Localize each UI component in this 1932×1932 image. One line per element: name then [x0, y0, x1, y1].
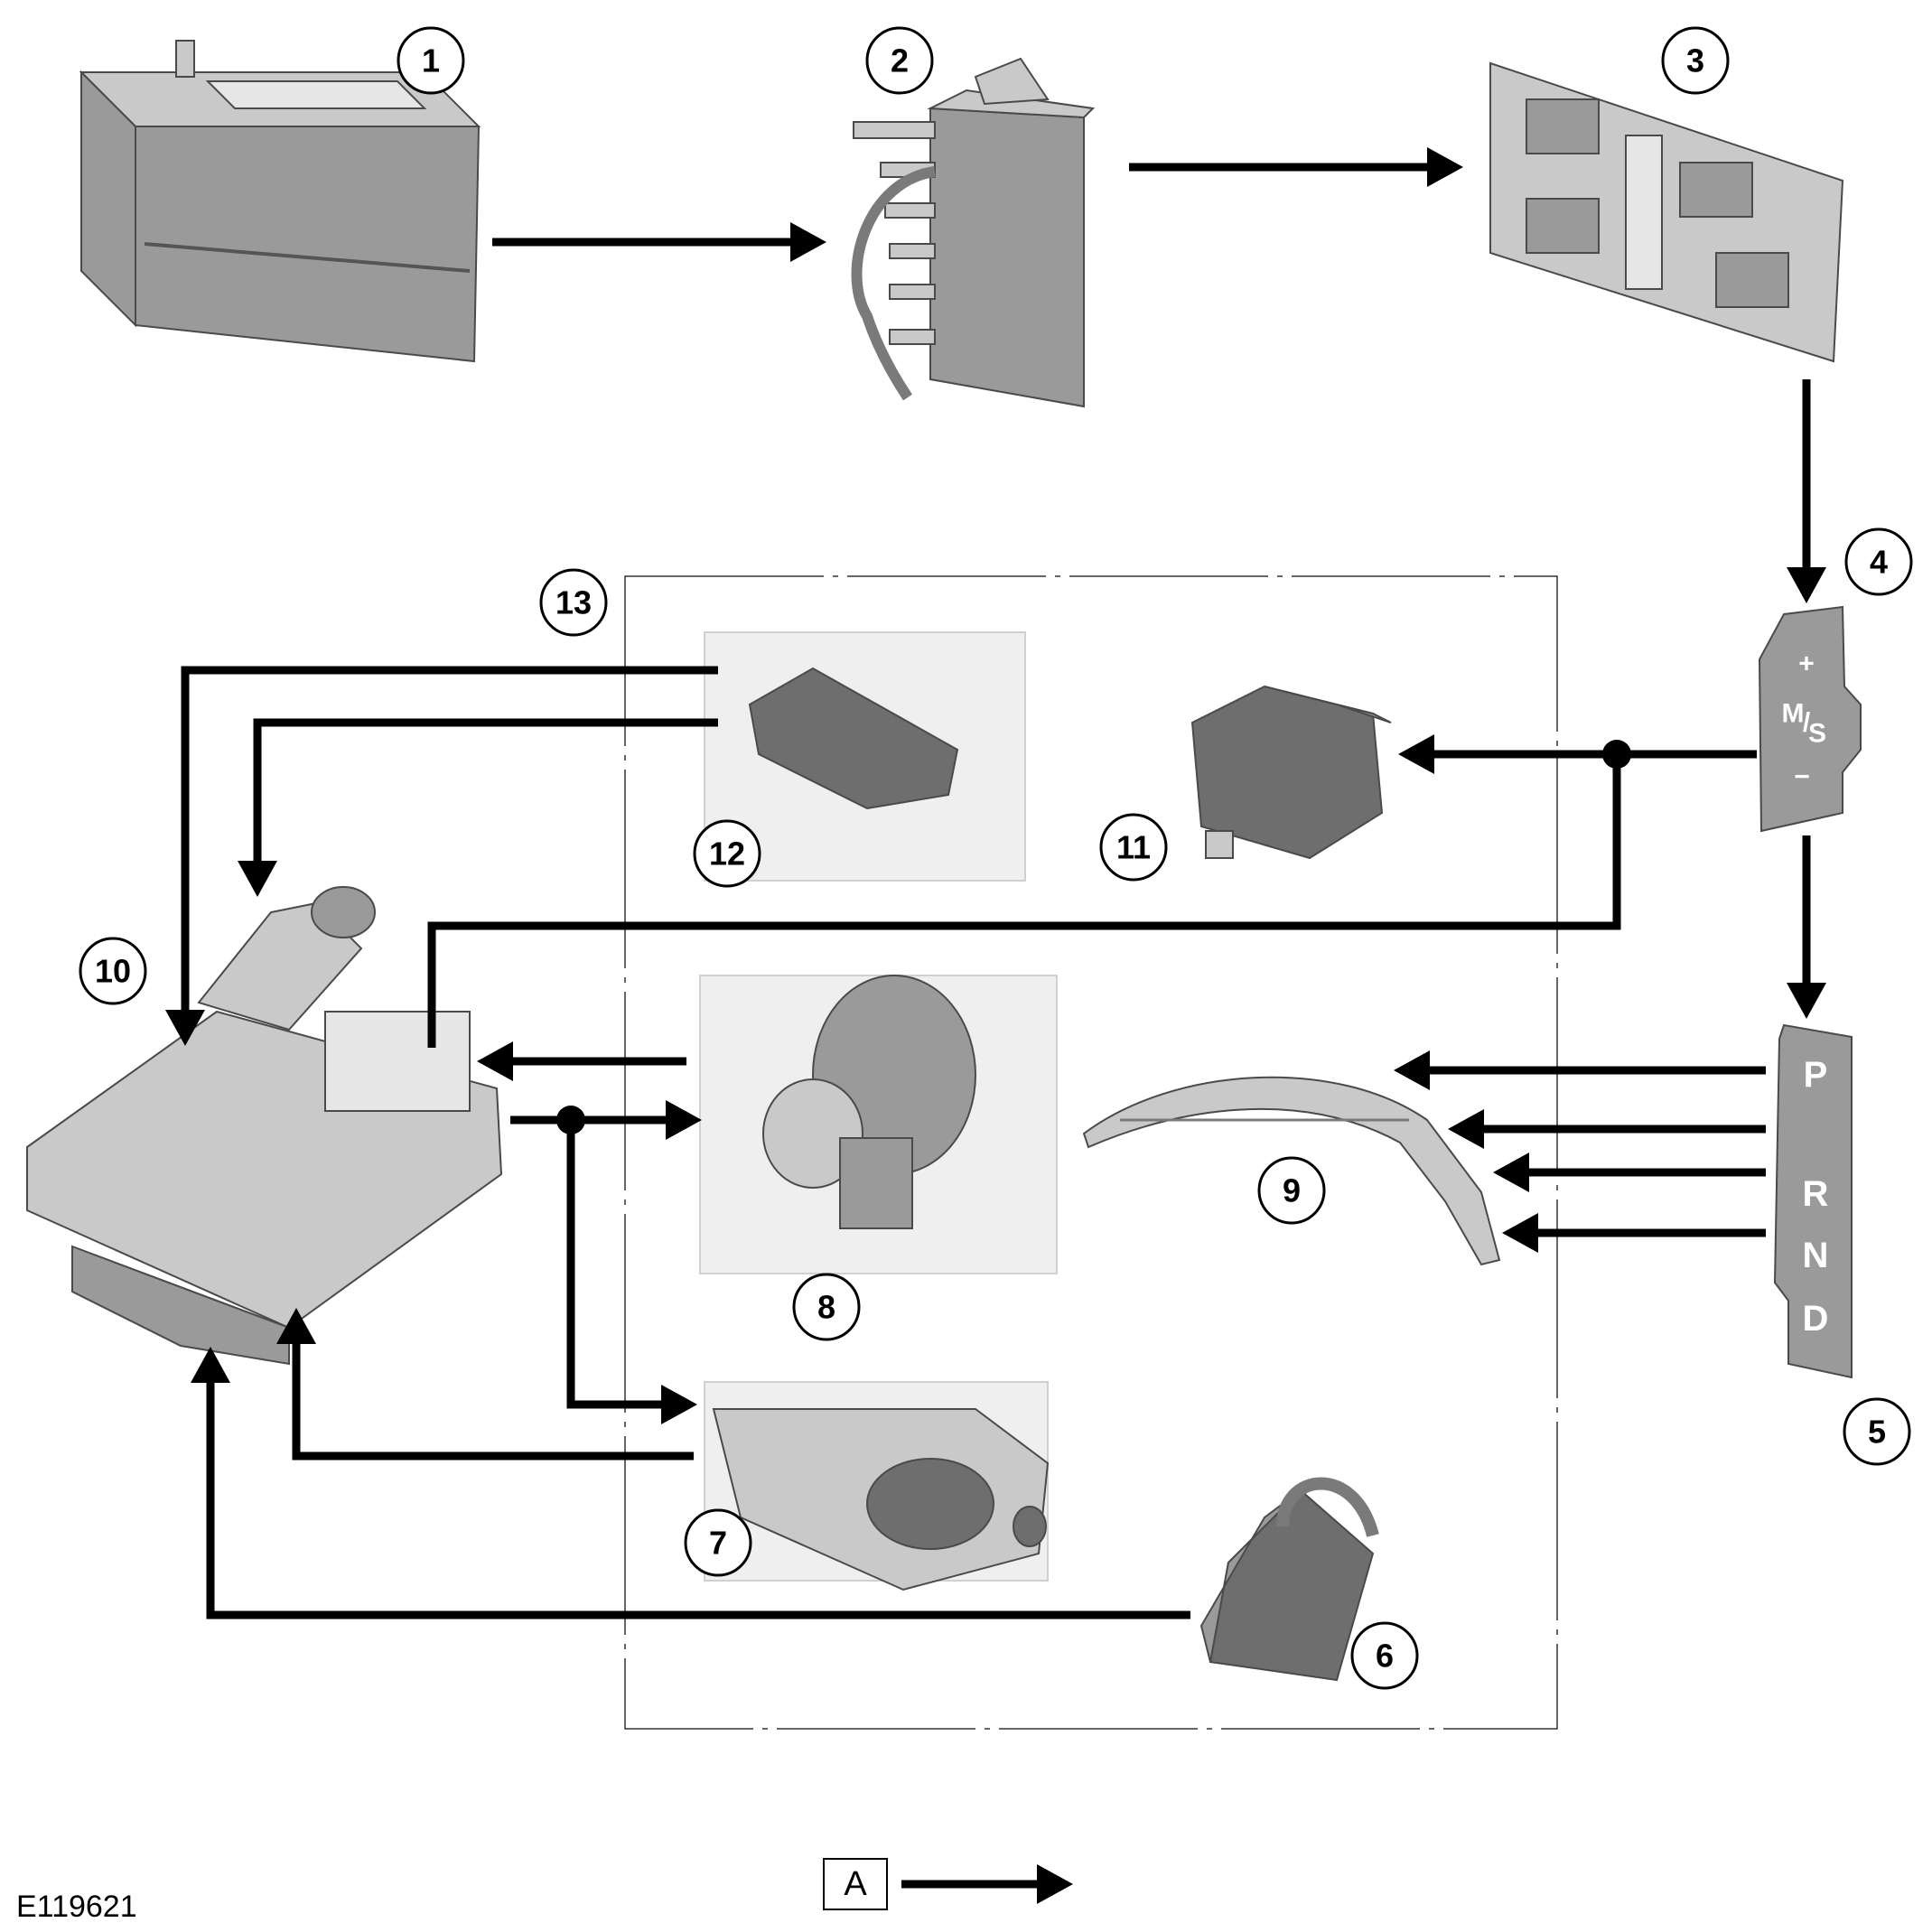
arrowhead: [1427, 147, 1463, 187]
svg-text:9: 9: [1283, 1172, 1301, 1209]
solenoid-actuator-icon: [704, 1381, 1050, 1591]
ms-s-label: S: [1808, 719, 1826, 749]
motor-assembly-icon: [699, 975, 1058, 1274]
svg-text:11: 11: [1116, 829, 1151, 866]
callout-8: 8: [792, 1273, 861, 1341]
manual-shift-gate-icon: + M / S −: [1758, 605, 1862, 833]
arrowhead: [191, 1347, 230, 1383]
callout-6: 6: [1350, 1621, 1419, 1690]
arrowhead: [238, 861, 277, 897]
legend: A: [823, 1858, 1073, 1910]
svg-text:8: 8: [817, 1289, 835, 1326]
svg-text:6: 6: [1376, 1638, 1394, 1675]
callout-11: 11: [1099, 813, 1168, 882]
ribbon-cable-icon: [1082, 1076, 1501, 1266]
transmission-valve-body-icon: [26, 886, 503, 1366]
svg-text:5: 5: [1868, 1414, 1886, 1451]
arrowhead: [1394, 1050, 1430, 1090]
callout-13: 13: [539, 568, 608, 637]
arrowhead: [477, 1041, 513, 1081]
link-module-12-to-valve-body-b: [253, 718, 718, 863]
legend-arrowhead: [1037, 1864, 1073, 1904]
link-junction-to-valve-body: [427, 754, 1621, 1048]
callout-1: 1: [397, 26, 465, 95]
legend-letter: A: [844, 1865, 867, 1903]
arrowhead: [661, 1385, 697, 1424]
callout-12: 12: [693, 819, 761, 888]
prnd-gate-icon: P R N D: [1773, 1023, 1853, 1379]
svg-text:3: 3: [1686, 42, 1704, 79]
svg-text:12: 12: [709, 835, 745, 873]
arrowhead: [790, 222, 826, 262]
link-solenoid-to-valve-body: [292, 1341, 694, 1461]
central-junction-box-icon: [1489, 61, 1844, 363]
callout-10: 10: [79, 937, 147, 1005]
module-boundary-frame: [624, 575, 1558, 1730]
ms-minus-label: −: [1794, 762, 1810, 792]
arrowhead: [1787, 567, 1826, 603]
ms-plus-label: +: [1798, 649, 1815, 679]
svg-text:1: 1: [422, 42, 440, 79]
svg-text:13: 13: [555, 584, 592, 621]
svg-text:7: 7: [709, 1525, 727, 1562]
shift-module-icon: [704, 631, 1026, 882]
svg-text:4: 4: [1870, 544, 1888, 581]
svg-text:2: 2: [891, 42, 909, 79]
callout-4: 4: [1844, 527, 1913, 596]
gate-p-label: P: [1804, 1055, 1828, 1095]
arrowhead: [1787, 983, 1826, 1019]
gate-r-label: R: [1803, 1174, 1829, 1214]
selector-module-icon: [1190, 685, 1392, 860]
arrowhead: [1448, 1109, 1484, 1149]
power-distribution-box-icon: [851, 57, 1096, 408]
arrowhead: [1493, 1153, 1529, 1192]
svg-text:10: 10: [95, 953, 131, 990]
ms-slash-label: /: [1803, 708, 1811, 738]
sensor-module-icon: [1199, 1477, 1379, 1682]
reference-code: E119621: [16, 1890, 137, 1924]
arrowhead: [666, 1100, 702, 1140]
legend-key-box: [823, 1858, 888, 1910]
callout-2: 2: [865, 26, 934, 95]
link-module-12-to-valve-body-a: [181, 666, 718, 1012]
arrowhead: [1398, 734, 1434, 774]
arrowhead: [165, 1010, 205, 1046]
callout-9: 9: [1257, 1156, 1326, 1225]
battery-icon: [79, 40, 481, 363]
ms-m-label: M: [1782, 699, 1805, 729]
callout-3: 3: [1661, 26, 1730, 95]
link-valve-body-to-solenoid: [566, 1120, 664, 1409]
callout-7: 7: [684, 1508, 752, 1577]
gate-n-label: N: [1803, 1236, 1829, 1275]
link-sensor-to-valve-body: [206, 1380, 1190, 1619]
gate-d-label: D: [1803, 1299, 1829, 1339]
callout-5: 5: [1843, 1397, 1911, 1466]
arrowhead: [276, 1308, 316, 1344]
arrowhead: [1502, 1213, 1538, 1253]
